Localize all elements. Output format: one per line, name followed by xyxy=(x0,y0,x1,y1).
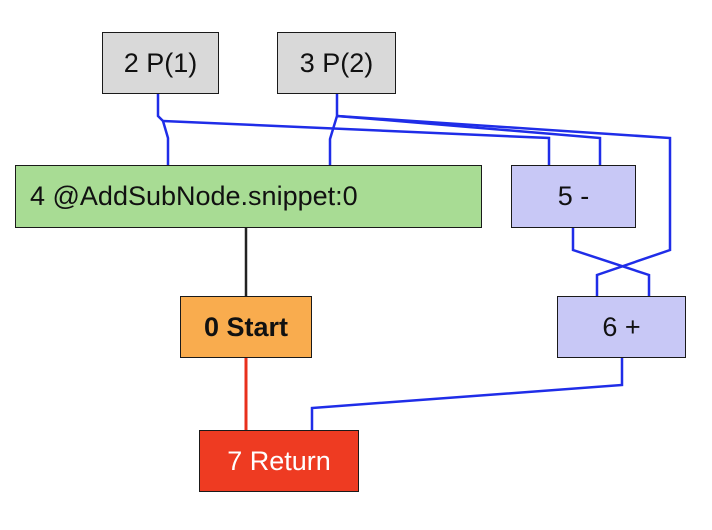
node-return-label: 7 Return xyxy=(227,445,331,476)
node-add[interactable]: 6 + xyxy=(557,296,686,358)
node-start[interactable]: 0 Start xyxy=(180,296,312,358)
node-return[interactable]: 7 Return xyxy=(199,430,359,492)
edge-sub-to-add xyxy=(571,228,651,296)
node-param-1[interactable]: 2 P(1) xyxy=(102,32,219,94)
node-snippet-call[interactable]: 4 @AddSubNode.snippet:0 xyxy=(15,165,482,228)
node-start-label: 0 Start xyxy=(203,311,289,342)
node-subtract-label: 5 - xyxy=(557,181,590,211)
edge-p2-to-sub xyxy=(336,114,602,165)
edge-p1-to-call xyxy=(156,94,170,165)
node-param-1-label: 2 P(1) xyxy=(123,47,198,78)
edge-p1-to-sub xyxy=(162,119,551,165)
node-param-2[interactable]: 3 P(2) xyxy=(277,32,396,94)
node-subtract[interactable]: 5 - xyxy=(511,165,636,228)
edge-p2-to-add xyxy=(336,114,672,296)
edge-add-to-return xyxy=(310,358,624,430)
node-param-2-label: 3 P(2) xyxy=(299,47,374,78)
node-add-label: 6 + xyxy=(602,311,641,342)
node-snippet-call-label: 4 @AddSubNode.snippet:0 xyxy=(30,181,358,211)
